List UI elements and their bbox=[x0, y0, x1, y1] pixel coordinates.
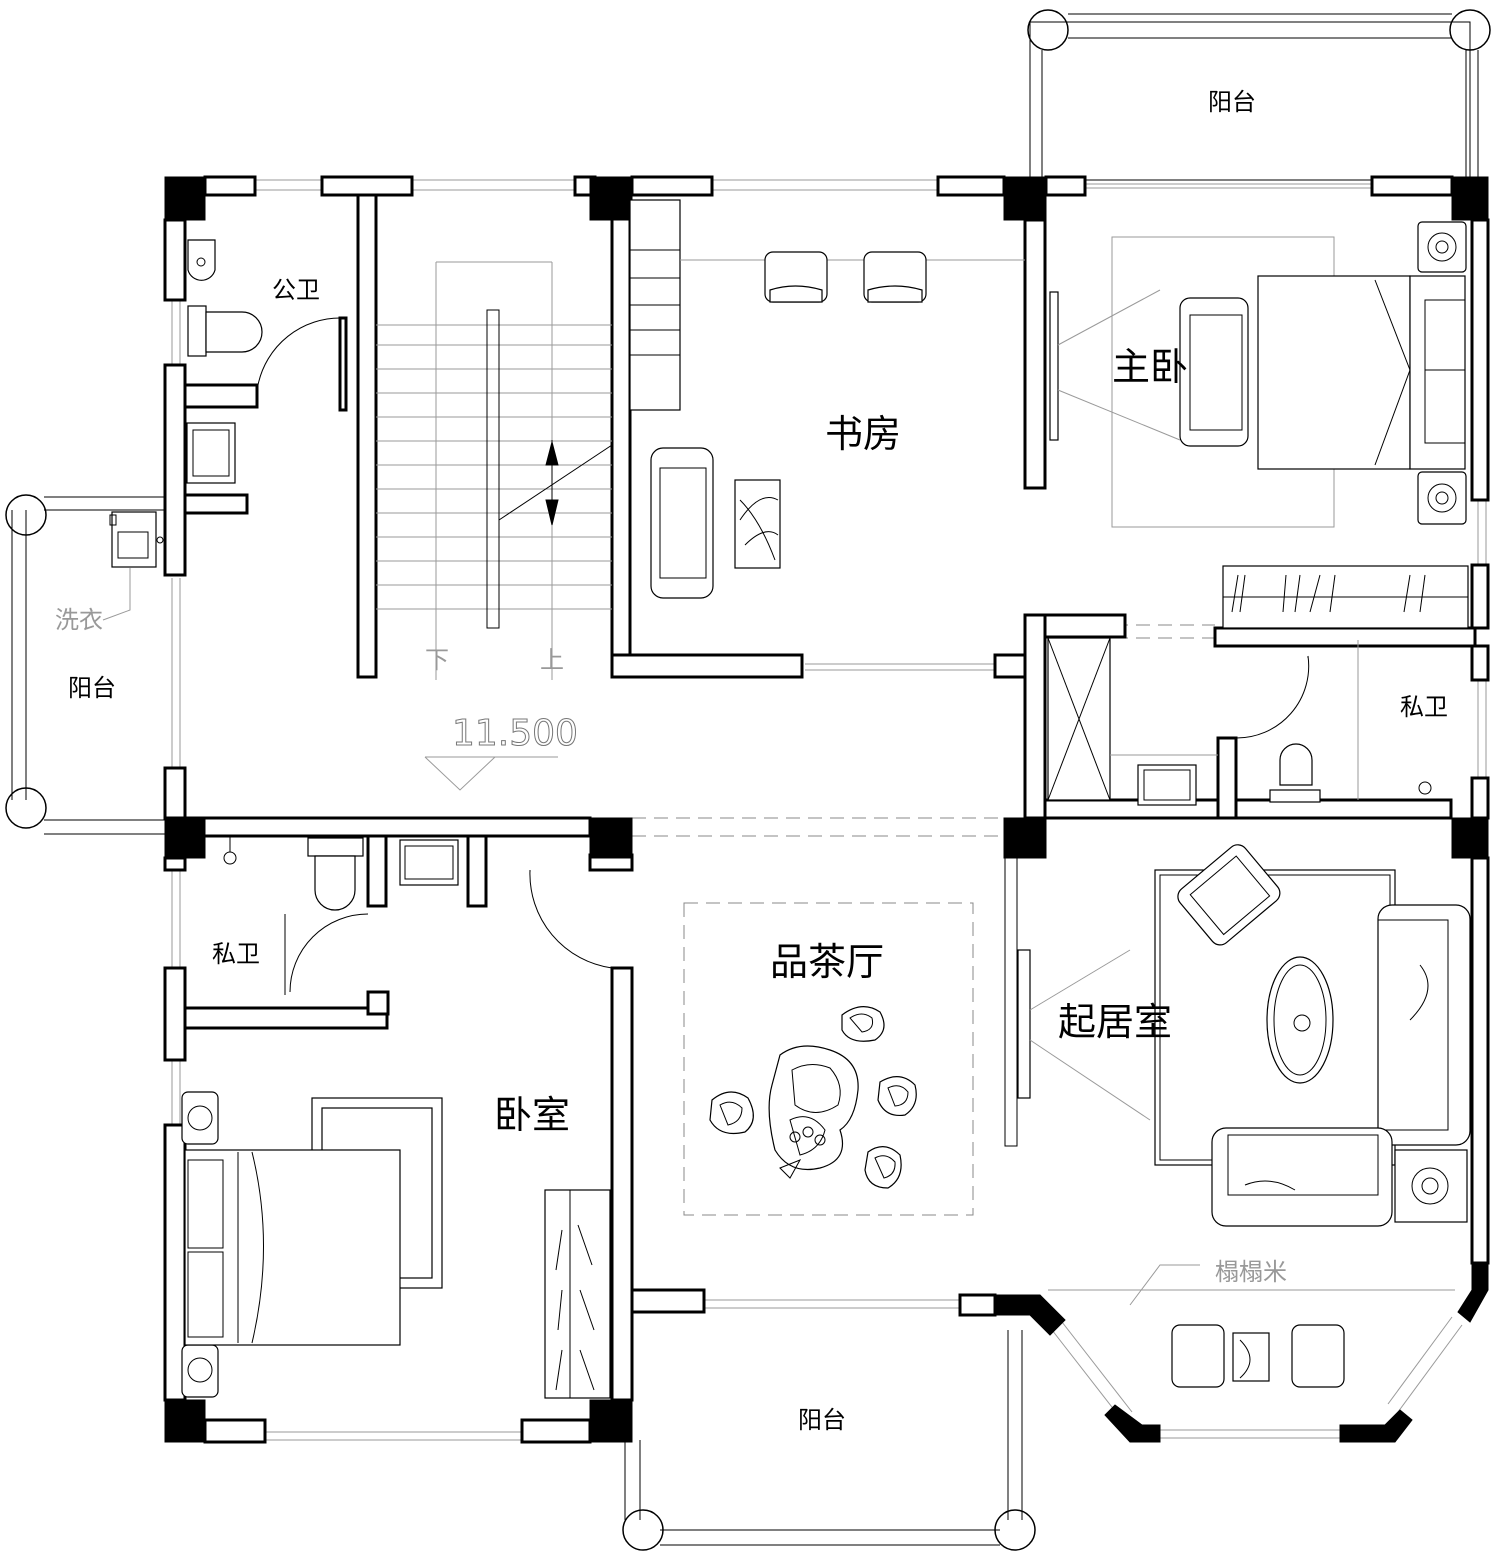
living-room-furniture bbox=[1017, 844, 1471, 1388]
label-pinchating: 品茶厅 bbox=[770, 940, 884, 984]
master-bedroom-furniture bbox=[1049, 221, 1469, 629]
columns bbox=[164, 176, 1489, 1443]
label-siwei-left: 私卫 bbox=[212, 940, 260, 968]
study-furniture bbox=[629, 199, 1025, 599]
elevation-mark: 11.500 bbox=[424, 713, 578, 791]
label-stair-up: 上 bbox=[540, 646, 564, 674]
label-yangtai-bottom: 阳台 bbox=[798, 1406, 846, 1434]
right-bath-fixtures bbox=[1047, 637, 1432, 806]
label-gongwei: 公卫 bbox=[272, 276, 320, 304]
label-shufang: 书房 bbox=[825, 412, 901, 456]
windows bbox=[171, 179, 1487, 1441]
label-xiyi: 洗衣 bbox=[55, 606, 103, 634]
tea-room-rockery bbox=[709, 1006, 917, 1189]
label-yangtai-left: 阳台 bbox=[68, 674, 116, 702]
dashed-openings bbox=[632, 236, 1335, 1216]
wc-fixtures bbox=[102, 239, 263, 621]
elevation-text: 11.500 bbox=[452, 713, 578, 754]
room-labels: 公卫 书房 主卧 阳台 阳台 阳台 私卫 私卫 品茶厅 起居室 卧室 洗衣 榻榻… bbox=[55, 88, 1448, 1434]
label-zhuwo: 主卧 bbox=[1112, 345, 1188, 389]
balcony-outlines bbox=[5, 9, 1491, 1551]
staircase bbox=[376, 261, 613, 680]
left-bath-fixtures bbox=[223, 836, 459, 911]
label-siwei-right: 私卫 bbox=[1400, 693, 1448, 721]
label-woshi: 卧室 bbox=[494, 1093, 570, 1137]
label-stair-down: 下 bbox=[425, 646, 449, 674]
bedroom-furniture bbox=[181, 1091, 611, 1399]
label-tatami: 榻榻米 bbox=[1215, 1258, 1287, 1286]
label-qijushi: 起居室 bbox=[1058, 1000, 1172, 1044]
label-yangtai-top: 阳台 bbox=[1208, 88, 1256, 116]
doors bbox=[257, 317, 1310, 1147]
